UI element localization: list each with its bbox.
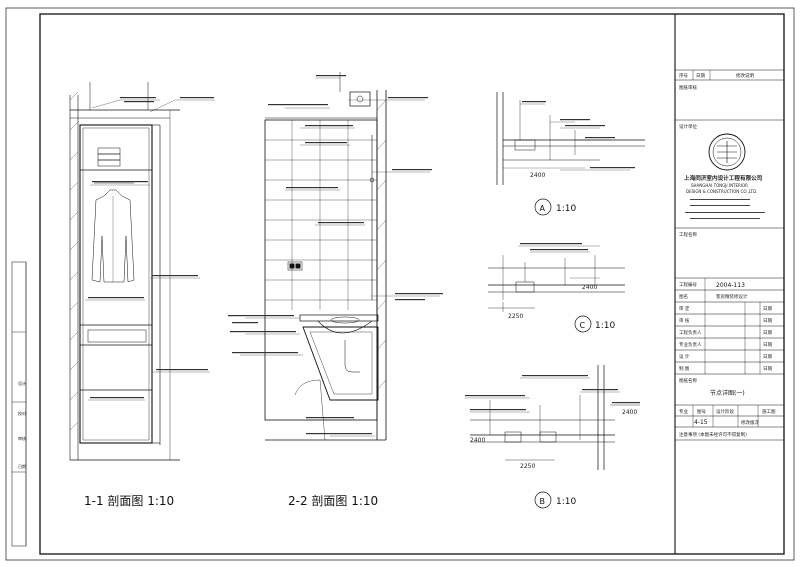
rev-header-date: 日期 bbox=[696, 73, 705, 79]
rev-header-no: 序号 bbox=[679, 72, 688, 79]
project-no-label: 工程编号 bbox=[679, 281, 697, 288]
drawing-name: 节点详图(一) bbox=[710, 389, 745, 397]
row-label-6: 制 图 bbox=[679, 365, 690, 372]
row-right-1: 日期 bbox=[763, 306, 772, 312]
row-right-2: 日期 bbox=[763, 318, 772, 324]
project-name: 客房精装修设计 bbox=[716, 293, 748, 300]
section-1-1-title: 1-1 剖面图 1:10 bbox=[84, 494, 174, 508]
row-label-2: 审 核 bbox=[679, 317, 690, 324]
project-name-label: 图名 bbox=[679, 293, 688, 300]
title-block bbox=[674, 14, 784, 554]
sheet-no: 4-15 bbox=[694, 419, 708, 426]
row-label-4: 专业负责人 bbox=[679, 341, 702, 348]
side-mark-4: 日期 bbox=[18, 463, 26, 469]
row-label-5: 设 计 bbox=[679, 353, 690, 360]
detail-a-marker: A bbox=[540, 204, 546, 213]
detail-c-dim-2: 2250 bbox=[508, 313, 523, 320]
row-right-4: 日期 bbox=[763, 342, 772, 348]
row-right-5: 日期 bbox=[763, 354, 772, 360]
binding-strip: 设计 校对 审核 日期 bbox=[11, 261, 27, 547]
row-label-1: 审 定 bbox=[679, 305, 690, 312]
company-name-cn: 上海同济室内设计工程有限公司 bbox=[684, 174, 763, 182]
title-block-text: 序号 日期 修改说明 图纸审核 设计单位 上海同济室内设计工程有限公司 SHAN… bbox=[679, 72, 776, 438]
drawing-name-label: 图纸名称 bbox=[679, 377, 697, 384]
project-label: 工程名称 bbox=[679, 231, 697, 238]
detail-b-dim-1: 2400 bbox=[470, 437, 485, 444]
detail-b-dim-2: 2250 bbox=[520, 463, 535, 470]
detail-b-marker: B bbox=[540, 497, 546, 506]
detail-a-scale: 1:10 bbox=[556, 204, 576, 214]
review-label: 图纸审核 bbox=[679, 84, 697, 91]
section-1-1-notes bbox=[88, 97, 214, 399]
note: 注意事项 (本图未经许可不得复制) bbox=[679, 431, 747, 438]
section-1-1 bbox=[69, 82, 215, 461]
detail-a bbox=[496, 92, 645, 216]
design-unit-label: 设计单位 bbox=[679, 123, 697, 130]
project-no: 2004-113 bbox=[716, 282, 745, 289]
section-2-2 bbox=[240, 72, 440, 441]
bottom-label-4: 施工图 bbox=[762, 408, 776, 415]
outer-border bbox=[5, 7, 795, 561]
detail-c-notes bbox=[520, 243, 588, 251]
side-mark-3: 审核 bbox=[18, 435, 26, 441]
detail-c-dim-1: 2400 bbox=[582, 284, 597, 291]
detail-b-notes bbox=[465, 375, 640, 411]
row-label-3: 工程负责人 bbox=[679, 329, 702, 336]
bottom-label-1: 专业 bbox=[679, 408, 688, 415]
detail-c bbox=[488, 245, 625, 333]
detail-b-dim-3: 2400 bbox=[622, 409, 637, 416]
rev-header-note: 修改说明 bbox=[736, 72, 754, 79]
bottom-label-2: 图号 bbox=[697, 409, 706, 415]
row-right-6: 日期 bbox=[763, 366, 772, 372]
row-right-3: 日期 bbox=[763, 330, 772, 336]
bottom-label-3: 设计阶段 bbox=[716, 408, 734, 415]
detail-c-marker: C bbox=[580, 321, 586, 330]
detail-b-scale: 1:10 bbox=[556, 497, 576, 507]
detail-b bbox=[465, 365, 640, 509]
company-seal-icon bbox=[708, 133, 746, 171]
detail-c-scale: 1:10 bbox=[595, 321, 615, 331]
company-name-en-1: SHANGHAI TONGJI INTERIOR bbox=[691, 183, 748, 188]
detail-a-notes bbox=[522, 101, 635, 169]
company-name-en-2: DESIGN & CONSTRUCTION CO.,LTD. bbox=[686, 189, 757, 194]
section-2-2-title: 2-2 剖面图 1:10 bbox=[288, 494, 378, 508]
side-mark-1: 设计 bbox=[18, 380, 26, 386]
inner-border bbox=[39, 13, 785, 555]
side-mark-2: 校对 bbox=[18, 410, 26, 416]
detail-a-dim-1: 2400 bbox=[530, 172, 545, 179]
section-2-2-notes bbox=[228, 75, 443, 435]
revision-label: 修改版次 bbox=[741, 419, 759, 426]
